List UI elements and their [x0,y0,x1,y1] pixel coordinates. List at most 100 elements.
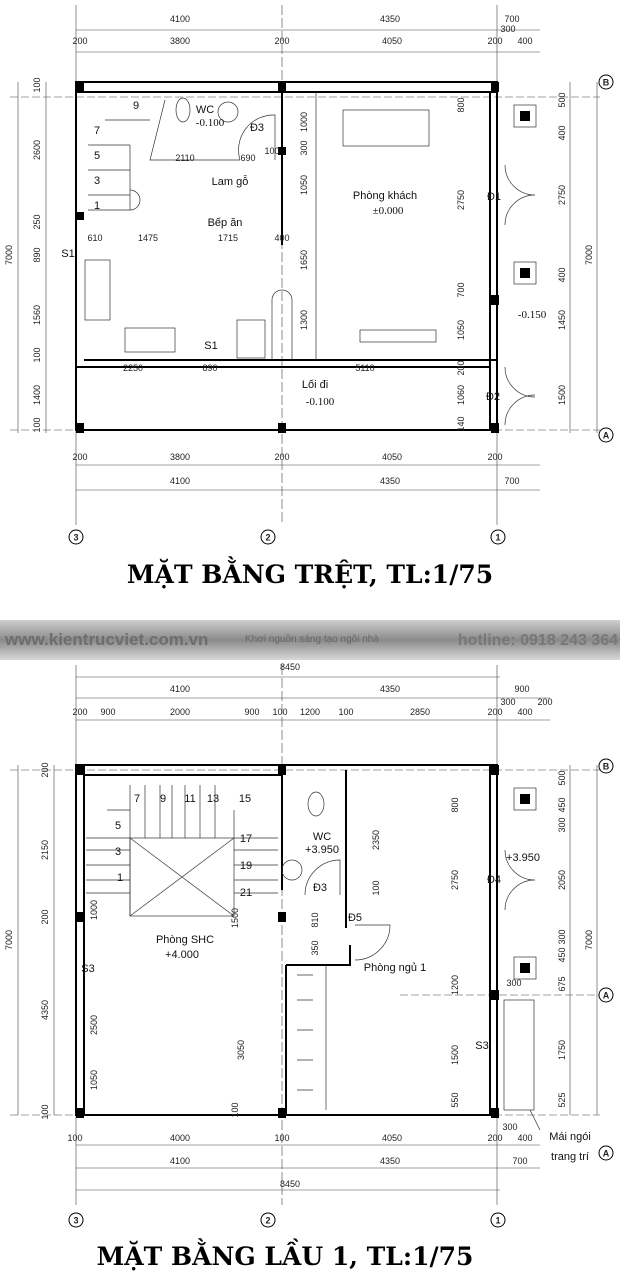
dimension-label: 200 [456,360,466,375]
dimension-label: 2350 [371,830,381,850]
grid-axis-marker [598,758,614,774]
room-label: 9 [160,793,166,805]
dimension-label: 200 [40,909,50,924]
room-label: WC [196,104,214,116]
room-label: Đ3 [313,882,327,894]
room-label: 300 [506,978,521,988]
room-label: S1 [61,248,74,260]
dimension-label: 200 [537,697,552,707]
dimension-label: 1400 [32,385,42,405]
dimension-label: 4350 [40,1000,50,1020]
dimension-label: 1450 [557,310,567,330]
dimension-label: 200 [72,36,87,46]
grid-axis-label: A [603,1149,610,1159]
dimension-label: 525 [557,1092,567,1107]
dimension-label: 4350 [380,476,400,486]
dimension-label: 200 [487,1133,502,1143]
dimension-label: 250 [32,214,42,229]
dimension-label: 690 [240,153,255,163]
dimension-label: 1200 [450,975,460,995]
dimension-label: 1500 [450,1045,460,1065]
grid-axis-marker [260,529,276,545]
dimension-label: 2850 [410,707,430,717]
dimension-label: 1000 [89,900,99,920]
dimension-label: 4050 [382,452,402,462]
dimension-label: 300 [557,817,567,832]
ground-floor-plan [10,5,600,525]
room-label: 1 [117,872,123,884]
dimension-label: 200 [72,707,87,717]
room-label: Phòng ngủ 1 [364,962,426,974]
dimension-label: 100 [274,1133,289,1143]
dimension-label: 140 [456,416,466,431]
room-label: +4.000 [165,949,199,961]
dimension-label: 200 [40,762,50,777]
dimension-label: 900 [244,707,259,717]
dimension-label: 1050 [456,320,466,340]
dimension-label: 200 [72,452,87,462]
dimension-label: 1050 [299,175,309,195]
dimension-label: 4100 [170,1156,190,1166]
dimension-label: 200 [487,36,502,46]
room-label: Lối đi [302,379,328,391]
dimension-label: 800 [456,97,466,112]
dimension-label: 890 [202,363,217,373]
room-label: Đ1 [487,191,501,203]
dimension-label: 1560 [32,305,42,325]
grid-axis-marker [490,1212,506,1228]
room-label: Đ2 [486,391,500,403]
dimension-label: 4350 [380,684,400,694]
dimension-label: 100 [32,417,42,432]
dimension-label: 4050 [382,1133,402,1143]
dimension-label: 800 [450,797,460,812]
room-label: Phòng khách [353,190,417,202]
dimension-label: 300 [500,24,515,34]
dimension-label: 200 [487,452,502,462]
dimension-label: 2750 [456,190,466,210]
room-label: Phòng SHC [156,934,214,946]
dimension-label: 1500 [557,385,567,405]
room-label: Lam gỗ [212,175,249,188]
dimension-label: 300 [557,929,567,944]
dimension-label: 100 [230,1102,240,1117]
grid-axis-marker [68,1212,84,1228]
room-label: Đ5 [348,912,362,924]
grid-axis-marker [598,987,614,1003]
room-label: 1 [94,200,100,212]
room-label: 13 [207,793,219,805]
dimension-label: 350 [310,940,320,955]
dimension-label: 100 [67,1133,82,1143]
room-label: ±0.000 [373,205,404,217]
room-label: Đ4 [487,874,501,886]
room-label: Đ3 [250,122,264,134]
dimension-label: 700 [504,476,519,486]
plan-title: MẶT BẰNG LẦU 1, TL:1/75 [97,1239,474,1271]
dimension-label: 700 [512,1156,527,1166]
dimension-label: 1475 [138,233,158,243]
dimension-label: 2600 [32,140,42,160]
dimension-label: 450 [557,947,567,962]
dimension-label: 2110 [175,153,194,163]
grid-axis-label: 3 [73,1216,78,1226]
dimension-label: 100 [32,77,42,92]
dimension-label: 7000 [584,245,594,265]
banner-website: www.kientrucviet.com.vn [4,630,208,649]
dimension-label: 2150 [40,840,50,860]
dimension-label: 900 [100,707,115,717]
dimension-label: 810 [310,912,320,927]
grid-axis-label: 3 [73,533,78,543]
dimension-label: 100 [40,1104,50,1119]
room-label: 19 [240,860,252,872]
grid-axis-label: 1 [495,533,500,543]
grid-axis-marker [68,529,84,545]
dimension-label: 1000 [299,112,309,132]
dimension-label: 1050 [89,1070,99,1090]
grid-axis-label: B [603,762,610,772]
dimension-label: 8450 [280,1179,300,1189]
dimension-label: 1060 [456,385,466,405]
room-label: Mái ngói [549,1131,591,1143]
dimension-label: 100 [32,347,42,362]
dimension-label: 100 [371,880,381,895]
grid-axis-marker [260,1212,276,1228]
grid-axis-marker [490,529,506,545]
